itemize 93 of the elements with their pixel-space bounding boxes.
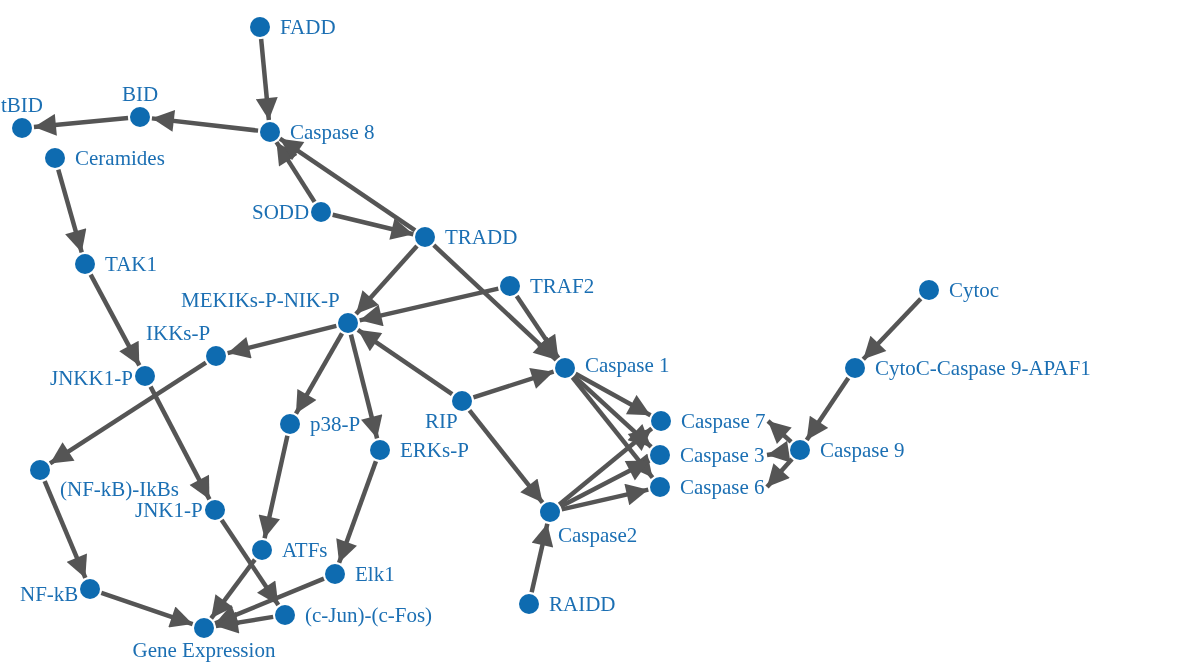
- arrow: [356, 327, 454, 397]
- pathway-node: [325, 563, 395, 585]
- arrow: [354, 244, 419, 316]
- node-label: IKKs-P: [146, 322, 211, 344]
- pathway-node: [415, 226, 517, 248]
- arrow: [151, 109, 259, 133]
- pathway-node: [500, 275, 594, 297]
- node-label: ERKs-P: [400, 439, 469, 461]
- pathway-node: [30, 460, 179, 500]
- arrow: [258, 435, 290, 539]
- arrow: [804, 376, 851, 442]
- arrow: [529, 523, 554, 593]
- arrow: [559, 458, 651, 509]
- arrow: [348, 334, 383, 439]
- pathway-node: [75, 253, 157, 275]
- arrow: [100, 590, 194, 628]
- arrow: [209, 558, 257, 620]
- node-label: Elk1: [355, 563, 395, 585]
- pathway-node: [260, 121, 375, 143]
- arrow: [765, 457, 794, 489]
- node-label: Caspase 3: [680, 444, 765, 466]
- arrow: [278, 136, 417, 233]
- node-label: Caspase 7: [681, 410, 766, 432]
- arrow: [42, 480, 88, 579]
- arrow: [255, 38, 278, 121]
- pathway-node: [250, 16, 336, 38]
- arrow: [227, 323, 337, 359]
- arrow: [766, 440, 791, 463]
- arrow: [574, 371, 652, 418]
- pathway-node: [790, 439, 905, 461]
- pathway-node: [651, 410, 766, 432]
- node-label: Ceramides: [75, 147, 165, 169]
- arrow: [766, 419, 793, 444]
- node-label: CytoC-Caspase 9-APAF1: [875, 357, 1091, 379]
- node-label: ATFs: [282, 539, 328, 561]
- arrow: [432, 243, 558, 362]
- pathway-node: [919, 279, 999, 301]
- node-label: RAIDD: [549, 593, 616, 615]
- arrow: [214, 576, 325, 626]
- node-label: TAK1: [105, 253, 157, 275]
- arrow: [148, 385, 212, 501]
- node-label: Caspase 9: [820, 439, 905, 461]
- node-label: (c-Jun)-(c-Fos): [305, 604, 433, 626]
- arrow: [572, 374, 653, 449]
- arrow: [861, 297, 923, 361]
- pathway-node: [370, 439, 469, 461]
- arrow: [274, 140, 317, 204]
- node-label: FADD: [280, 16, 336, 38]
- node-label: Caspase 1: [585, 354, 670, 376]
- node-label: p38-P: [310, 413, 361, 435]
- node-label: (NF-kB)-IkBs: [60, 478, 179, 500]
- node-label: TRAF2: [530, 275, 595, 297]
- pathway-node: [252, 201, 331, 223]
- node-label: Gene Expression: [132, 639, 276, 661]
- arrow: [561, 483, 649, 512]
- node-label: JNKK1-P: [50, 367, 133, 389]
- pathway-node: [280, 413, 360, 435]
- node-label: NF-kB: [20, 583, 79, 605]
- arrow: [48, 360, 208, 466]
- arrow: [570, 375, 655, 480]
- node-label: JNK1-P: [135, 499, 203, 521]
- node-label: SODD: [252, 201, 310, 223]
- pathway-node: [45, 147, 165, 169]
- node-label: Caspase 8: [290, 121, 375, 143]
- pathway-node: [252, 539, 328, 561]
- arrow: [294, 332, 344, 415]
- arrow: [467, 409, 545, 504]
- node-label: RIP: [425, 410, 458, 432]
- arrow: [215, 611, 274, 634]
- pathway-node: [275, 604, 432, 626]
- node-label: MEKIKs-P-NIK-P: [181, 289, 340, 311]
- arrow: [33, 113, 129, 136]
- pathway-node: [519, 593, 616, 615]
- arrow: [332, 212, 414, 240]
- arrow: [219, 518, 281, 607]
- pathway-node: [135, 499, 225, 521]
- arrow: [359, 286, 499, 327]
- pathway-node: [540, 502, 637, 546]
- node-label: Caspase2: [558, 524, 638, 546]
- node-label: tBID: [1, 94, 43, 116]
- arrow: [56, 168, 87, 254]
- pathway-node: [132, 618, 276, 661]
- pathway-node: [650, 444, 765, 466]
- arrow: [514, 294, 561, 360]
- node-label: TRADD: [445, 226, 518, 248]
- node-label: BID: [122, 83, 159, 105]
- arrow: [557, 426, 654, 507]
- node-label: Caspase 6: [680, 476, 765, 498]
- arrow: [88, 273, 142, 367]
- arrow: [336, 460, 379, 564]
- node-label: Cytoc: [949, 279, 1000, 301]
- pathway-node: [650, 476, 765, 498]
- arrow: [472, 367, 555, 400]
